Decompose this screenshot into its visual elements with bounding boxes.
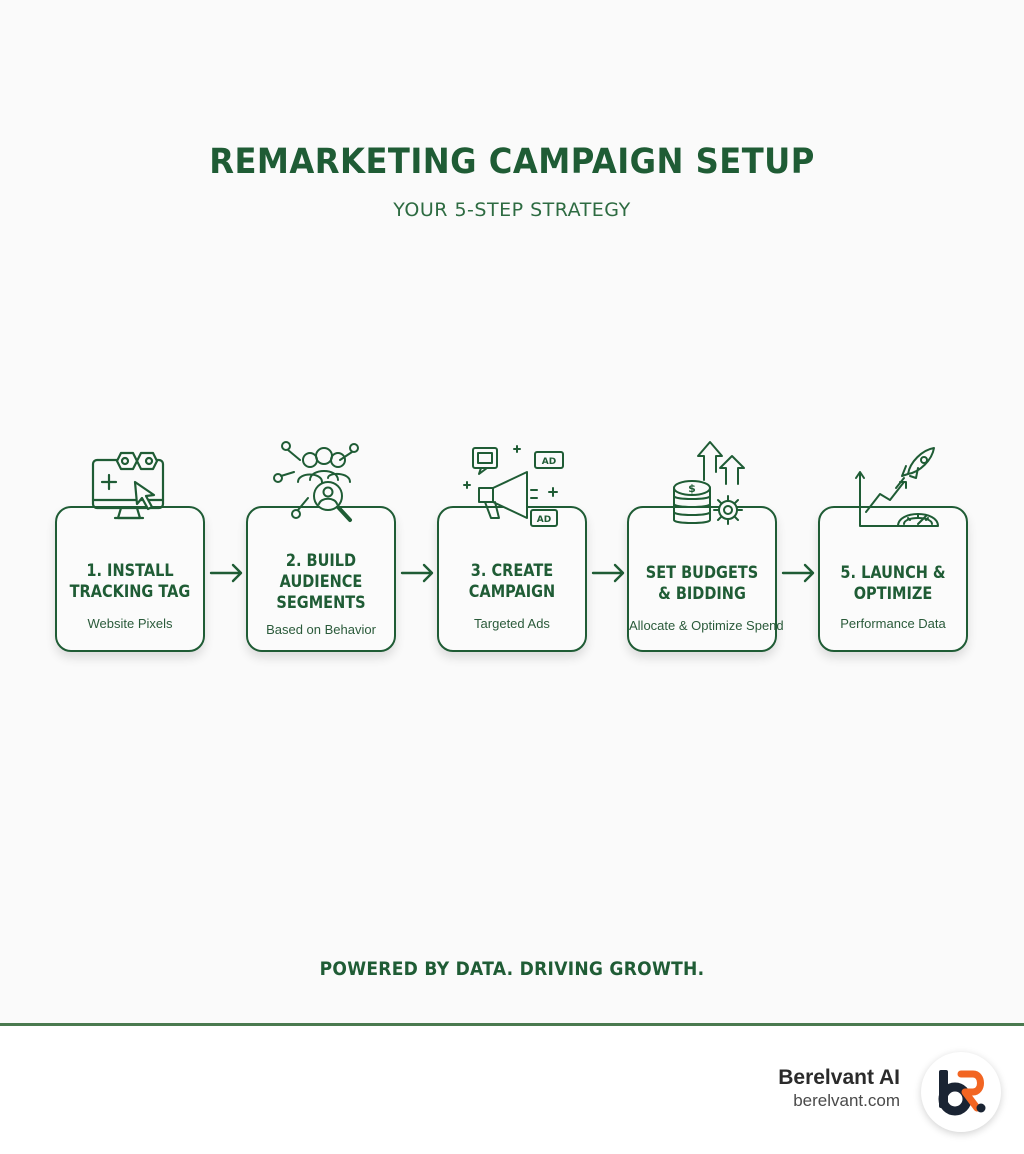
svg-text:AD: AD <box>537 515 551 525</box>
arrow-icon <box>209 563 243 583</box>
tagline: POWERED BY DATA. DRIVING GROWTH. <box>319 958 705 980</box>
step-3-subtitle: Targeted Ads <box>474 616 550 631</box>
arrow-icon <box>400 563 434 583</box>
brand-name: Berelvant AI <box>778 1066 900 1089</box>
brand-logo-icon <box>938 1070 986 1116</box>
arrow-icon <box>591 563 625 583</box>
footer <box>0 1026 1024 1154</box>
brand-logo <box>921 1052 1001 1132</box>
step-1-subtitle: Website Pixels <box>87 616 173 631</box>
coins-gear-icon: $ <box>629 438 775 538</box>
footer-divider <box>0 1023 1024 1026</box>
step-4-subtitle: Allocate & Optimize Spend <box>629 618 784 633</box>
svg-text:$: $ <box>688 482 696 495</box>
step-5-title: 5. LAUNCH & OPTIMIZE <box>840 563 946 603</box>
step-4-title: SET BUDGETS & BIDDING <box>645 563 759 603</box>
step-3-title: 3. CREATE CAMPAIGN <box>468 561 556 601</box>
svg-text:AD: AD <box>542 457 556 467</box>
monitor-cursor-icon <box>57 438 203 538</box>
page-subtitle: YOUR 5-STEP STRATEGY <box>393 199 631 221</box>
step-2-subtitle: Based on Behavior <box>266 622 376 637</box>
step-card-4: $ SET BUDGETS & BIDDING Allocate & Optim… <box>627 441 784 652</box>
step-card-2: 2. BUILD AUDIENCE SEGMENTS Based on Beha… <box>246 441 396 652</box>
page-title: REMARKETING CAMPAIGN SETUP <box>209 142 815 182</box>
step-card-1: 1. INSTALL TRACKING TAG Website Pixels <box>55 451 205 652</box>
step-card-5: 5. LAUNCH & OPTIMIZE Performance Data <box>818 447 968 652</box>
step-5-subtitle: Performance Data <box>840 616 946 631</box>
arrow-icon <box>781 563 815 583</box>
rocket-gauge-icon <box>820 438 966 538</box>
step-card-3: AD AD 3. CREATE CAMPAIGN Targeted Ads <box>437 445 587 652</box>
step-1-title: 1. INSTALL TRACKING TAG <box>69 561 191 601</box>
audience-search-icon <box>248 438 394 538</box>
brand-url[interactable]: berelvant.com <box>793 1091 900 1110</box>
megaphone-ads-icon: AD AD <box>439 438 585 538</box>
step-2-title: 2. BUILD AUDIENCE SEGMENTS <box>276 551 366 612</box>
